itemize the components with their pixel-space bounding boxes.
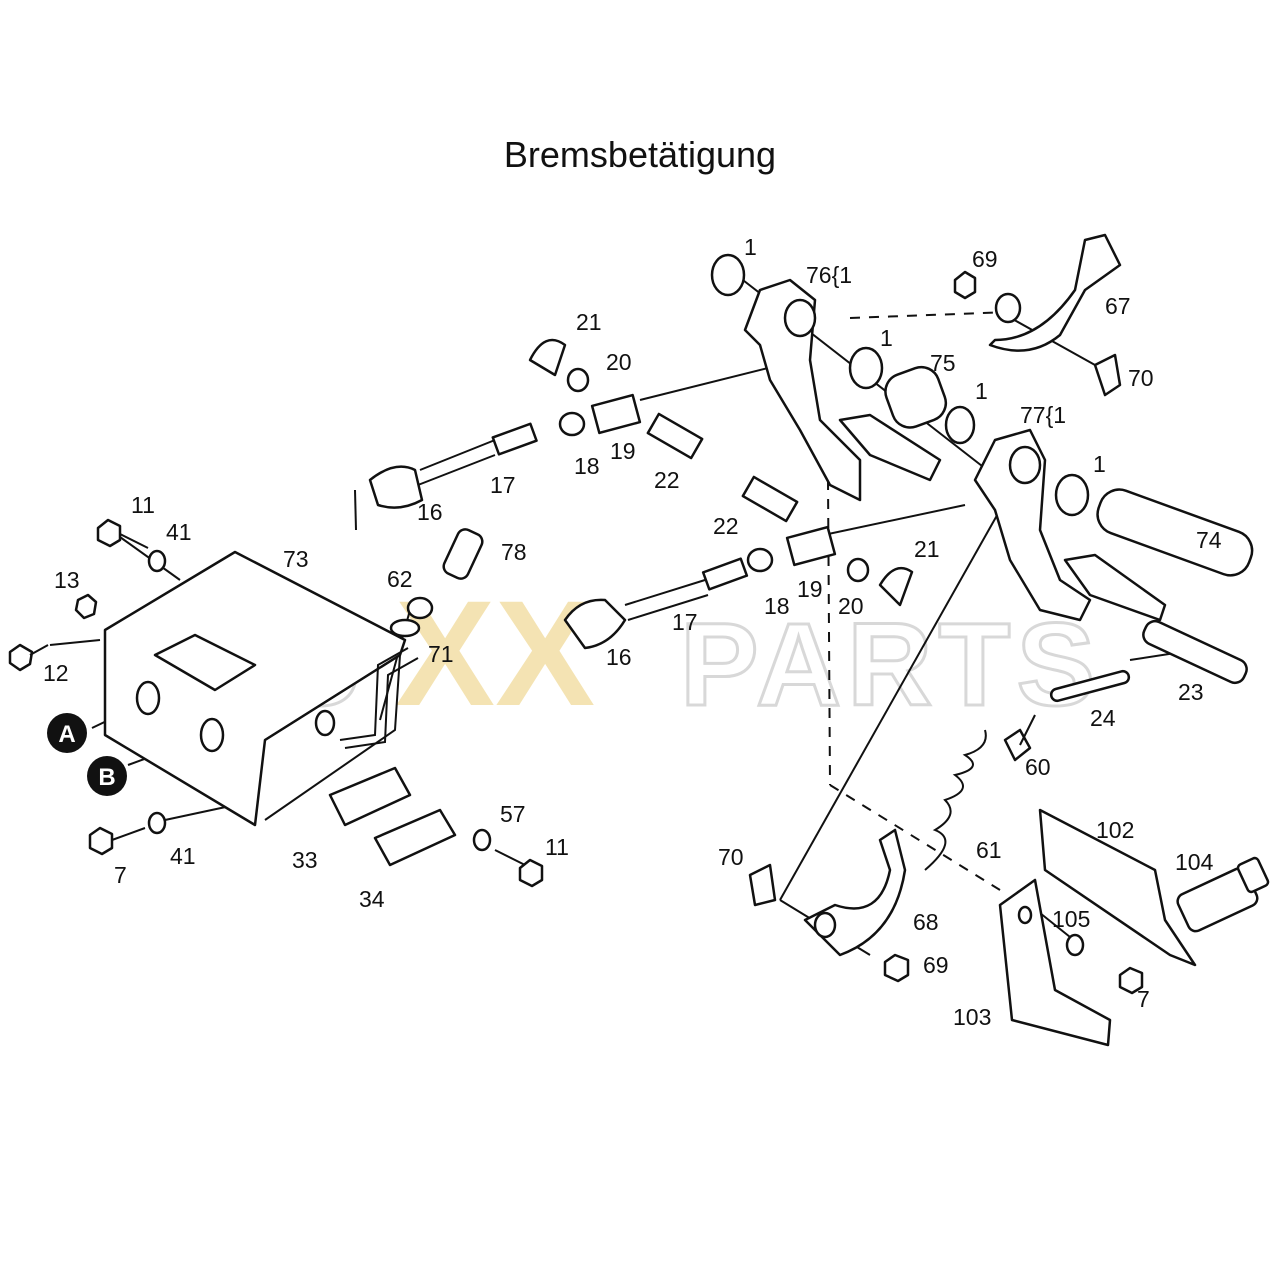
watermark-right: PARTS	[680, 599, 1101, 731]
plates-102-103	[998, 808, 1197, 1047]
label-77: 77{1	[1020, 402, 1066, 428]
label-57: 57	[500, 801, 526, 827]
spring-61	[924, 714, 1036, 871]
label-24: 24	[1090, 705, 1116, 731]
label-62: 62	[387, 566, 413, 592]
label-19a: 19	[610, 438, 636, 464]
label-33: 33	[292, 847, 318, 873]
label-69b: 69	[923, 952, 949, 978]
bolt-11-bottom	[472, 828, 544, 888]
label-21b: 21	[914, 536, 940, 562]
label-60: 60	[1025, 754, 1051, 780]
part-labels: 1 76{1 69 67 70 1 75 1 77{1 1 74 21 20 1…	[43, 234, 1222, 1030]
label-20a: 20	[606, 349, 632, 375]
label-7b: 7	[1137, 986, 1150, 1012]
label-78: 78	[501, 539, 527, 565]
label-41a: 41	[166, 519, 192, 545]
marker-b: B	[87, 756, 127, 796]
label-13: 13	[54, 567, 80, 593]
label-68: 68	[913, 909, 939, 935]
label-67: 67	[1105, 293, 1131, 319]
label-76: 76{1	[806, 262, 852, 288]
label-1d: 1	[1093, 451, 1106, 477]
sleeve-78-62-71	[389, 528, 484, 638]
label-41b: 41	[170, 843, 196, 869]
label-34: 34	[359, 886, 385, 912]
watermark-mid: XX	[395, 569, 595, 737]
label-7a: 7	[114, 862, 127, 888]
switch-104	[1176, 856, 1270, 933]
bracket-67	[953, 233, 1122, 397]
bolt-11-top	[96, 518, 167, 573]
label-12: 12	[43, 660, 69, 686]
pedal-77	[973, 428, 1254, 703]
label-1b: 1	[880, 325, 893, 351]
pedal-76	[710, 253, 976, 502]
label-22a: 22	[654, 467, 680, 493]
bolt-12	[8, 643, 49, 672]
label-16a: 16	[417, 499, 443, 525]
label-70a: 70	[1128, 365, 1154, 391]
housing-73	[103, 550, 419, 827]
label-105: 105	[1052, 906, 1090, 932]
nut-13	[74, 593, 98, 620]
label-18b: 18	[764, 593, 790, 619]
label-1a: 1	[744, 234, 757, 260]
marker-b-label: B	[98, 764, 115, 791]
label-102: 102	[1096, 817, 1134, 843]
label-23: 23	[1178, 679, 1204, 705]
label-74: 74	[1196, 527, 1222, 553]
label-11b: 11	[545, 834, 569, 860]
label-16b: 16	[606, 644, 632, 670]
label-21a: 21	[576, 309, 602, 335]
label-1c: 1	[975, 378, 988, 404]
label-22b: 22	[713, 513, 739, 539]
bracket-33-34	[328, 766, 457, 867]
diagram-title: Bremsbetätigung	[503, 134, 777, 175]
label-17b: 17	[672, 609, 698, 635]
label-71: 71	[428, 641, 454, 667]
label-103: 103	[953, 1004, 991, 1030]
label-17a: 17	[490, 472, 516, 498]
label-75: 75	[930, 350, 956, 376]
label-73: 73	[283, 546, 309, 572]
marker-a-label: A	[58, 721, 75, 748]
label-20b: 20	[838, 593, 864, 619]
label-69a: 69	[972, 246, 998, 272]
label-70b: 70	[718, 844, 744, 870]
marker-a: A	[47, 713, 87, 753]
bracket-68	[748, 828, 910, 983]
rod-assembly-upper	[368, 338, 704, 509]
rod-assembly-lower	[563, 475, 914, 650]
bolt-7-left	[88, 811, 167, 856]
label-11a: 11	[131, 492, 155, 518]
label-104: 104	[1175, 849, 1214, 875]
label-19b: 19	[797, 576, 823, 602]
label-61: 61	[976, 837, 1002, 863]
label-18a: 18	[574, 453, 600, 479]
